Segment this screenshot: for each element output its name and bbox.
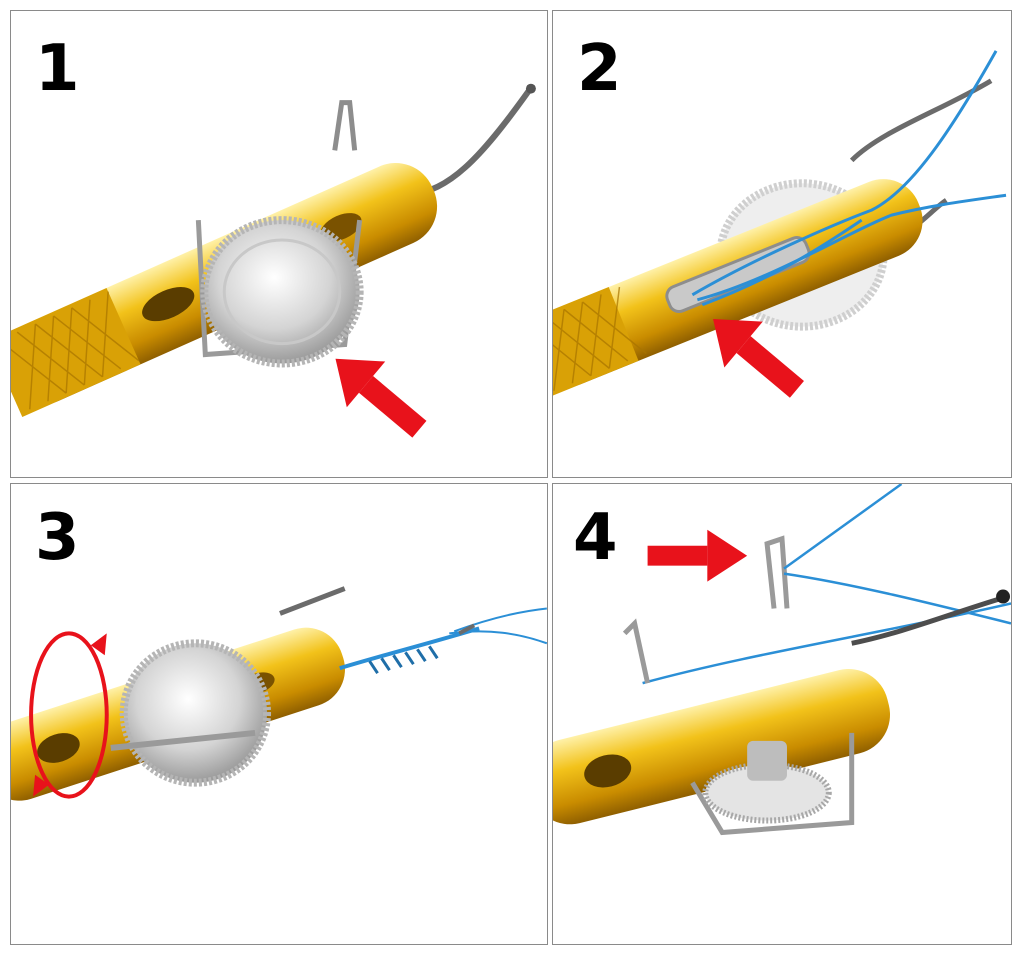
fish-hook: [851, 596, 1002, 646]
step-3-illustration: [11, 586, 547, 801]
step-1-illustration: [11, 83, 536, 438]
wire-loop-clip: [690, 732, 855, 836]
step-panel-1: 1: [10, 10, 548, 478]
knurled-wheel: [119, 639, 272, 787]
wire-loop-clip: [110, 729, 256, 751]
upper-wire-clip: [332, 100, 358, 151]
gold-tying-tool: [553, 669, 891, 825]
step-2-illustration: [553, 50, 1007, 399]
red-arrow-pointer: [713, 318, 804, 398]
step-4-illustration: [553, 484, 1011, 836]
knurled-wheel: [702, 761, 832, 824]
step-number: 4: [573, 501, 618, 575]
step-panel-4: 4: [552, 483, 1012, 945]
fishing-line: [691, 50, 1007, 307]
fish-hook: [279, 586, 346, 616]
red-arrow-pointer: [647, 529, 748, 582]
step-number: 2: [577, 32, 622, 106]
knurled-wheel: [200, 216, 364, 368]
fishing-line: [642, 484, 1011, 685]
step-number: 3: [35, 501, 80, 575]
fishing-line: [339, 607, 547, 675]
hook-eye: [525, 83, 536, 94]
step-panel-3: 3: [10, 483, 548, 945]
step-number: 1: [35, 32, 80, 106]
step-panel-2: 2: [552, 10, 1012, 478]
rotation-arrow: [29, 631, 109, 799]
red-arrow-pointer: [335, 358, 427, 438]
